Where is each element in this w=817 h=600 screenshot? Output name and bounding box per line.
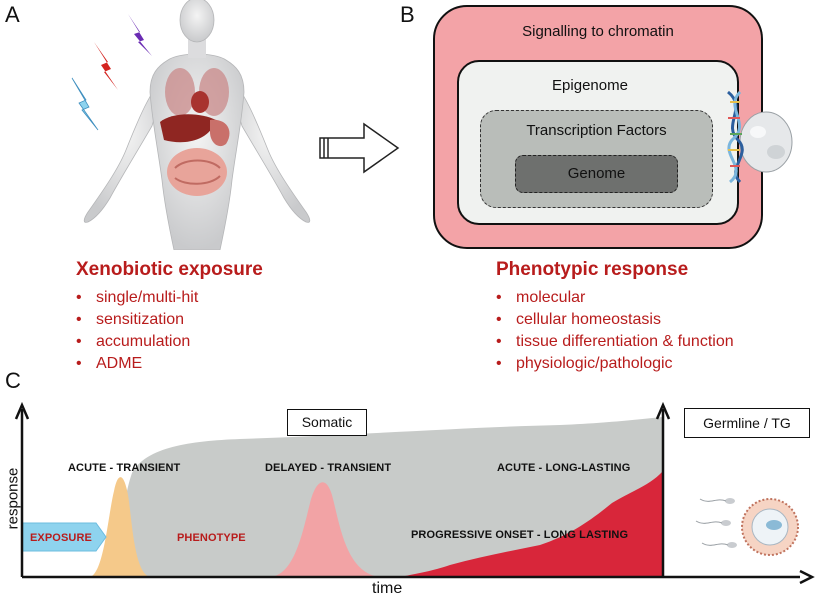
phenotypic-bullet: tissue differentiation & function	[494, 331, 734, 353]
response-time-diagram	[14, 401, 815, 585]
delayed-transient-label: DELAYED - TRANSIENT	[265, 462, 392, 474]
germline-tag: Germline / TG	[684, 408, 810, 438]
progressive-onset-area	[400, 471, 663, 577]
acute-transient-peak	[90, 477, 150, 577]
acute-long-lasting-label: ACUTE - LONG-LASTING	[497, 462, 631, 474]
panel-letter-c: C	[5, 368, 21, 393]
xenobiotic-bullet: ADME	[74, 353, 198, 375]
phenotypic-bullet: molecular	[494, 287, 734, 309]
progressive-onset-label: PROGRESSIVE ONSET - LONG LASTING	[411, 529, 629, 541]
genome-box	[515, 155, 678, 193]
genome-label: Genome	[567, 165, 626, 182]
phenotypic-bullet-list: molecular cellular homeostasis tissue di…	[494, 287, 734, 375]
phenotypic-bullet: physiologic/pathologic	[494, 353, 734, 375]
panel-letter-b: B	[400, 2, 415, 27]
human-body-illustration	[71, 0, 311, 250]
dna-protein-structure-icon	[726, 90, 793, 184]
phenotypic-response-heading: Phenotypic response	[496, 259, 689, 280]
acute-transient-label: ACUTE - TRANSIENT	[68, 462, 181, 474]
sperm-oocyte-icon	[695, 498, 799, 556]
signalling-to-chromatin-label: Signalling to chromatin	[522, 23, 674, 40]
somatic-phenotype-area	[22, 417, 663, 577]
xenobiotic-bullet-list: single/multi-hit sensitization accumulat…	[74, 287, 198, 375]
xenobiotic-bullet: sensitization	[74, 309, 198, 331]
somatic-tag: Somatic	[287, 409, 367, 436]
phenotype-label: PHENOTYPE	[177, 532, 246, 544]
transcription-factors-label: Transcription Factors	[526, 122, 667, 139]
phenotypic-bullet: cellular homeostasis	[494, 309, 734, 331]
delayed-transient-peak	[270, 482, 380, 577]
xenobiotic-heading: Xenobiotic exposure	[76, 259, 263, 280]
panel-letter-a: A	[5, 2, 20, 27]
exposure-label: EXPOSURE	[30, 532, 92, 544]
xenobiotic-bullet: single/multi-hit	[74, 287, 198, 309]
y-axis-label: response	[4, 467, 22, 530]
x-axis-label: time	[372, 580, 403, 597]
xenobiotic-bullet: accumulation	[74, 331, 198, 353]
epigenome-label: Epigenome	[552, 77, 628, 94]
hollow-right-arrow-icon	[319, 122, 400, 174]
